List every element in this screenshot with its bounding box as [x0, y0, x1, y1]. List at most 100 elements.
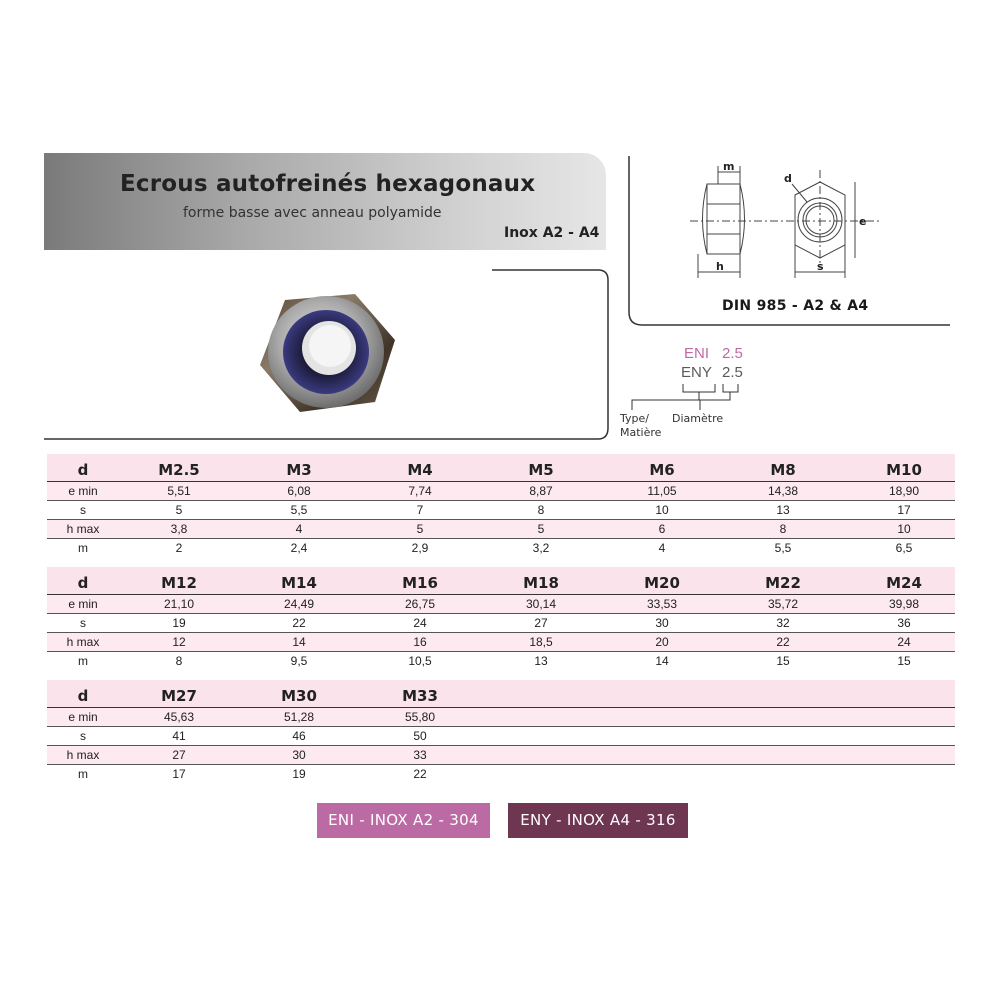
value-cell: 24,49 — [283, 597, 315, 611]
row-label-cell: e min — [68, 710, 98, 724]
value-cell: 18,5 — [529, 635, 553, 649]
value-cell: 18,90 — [888, 484, 920, 498]
dim-e-label: e — [859, 215, 866, 228]
value-cell: 3,8 — [170, 522, 188, 536]
value-cell: 24 — [413, 616, 427, 630]
code-bracket-lines — [631, 384, 739, 410]
size-header-cell: M12 — [161, 574, 197, 592]
value-cell: 5 — [175, 503, 183, 517]
value-cell: 19 — [172, 616, 186, 630]
frame-lines — [44, 156, 950, 440]
value-cell: 15 — [776, 654, 790, 668]
header-banner — [44, 153, 606, 250]
value-cell: 6,5 — [895, 541, 913, 555]
value-cell: 19 — [292, 767, 306, 781]
legend-eni-inox-a2: ENI - INOX A2 - 304 — [317, 803, 490, 838]
table-header-row: d M27 M30 M33 — [47, 680, 955, 708]
size-header-cell: M14 — [281, 574, 317, 592]
row-label-cell: h max — [66, 522, 100, 536]
row-label-cell: h max — [66, 635, 100, 649]
value-cell: 27 — [534, 616, 548, 630]
value-cell: 46 — [292, 729, 306, 743]
value-cell: 36 — [897, 616, 911, 630]
row-label-cell: m — [78, 767, 88, 781]
value-cell: 14 — [292, 635, 306, 649]
value-cell: 17 — [897, 503, 911, 517]
code-type-eni: ENI — [684, 345, 710, 362]
value-cell: 22 — [413, 767, 427, 781]
size-header-cell: M6 — [649, 461, 675, 479]
value-cell: 14 — [655, 654, 669, 668]
value-cell: 11,05 — [647, 484, 677, 498]
value-cell: 21,10 — [163, 597, 195, 611]
value-cell: 5,5 — [290, 503, 308, 517]
value-cell: 24 — [897, 635, 911, 649]
size-header-cell: M24 — [886, 574, 922, 592]
value-cell: 2,4 — [290, 541, 308, 555]
size-header-cell: M10 — [886, 461, 922, 479]
size-header-cell: M22 — [765, 574, 801, 592]
value-cell: 30 — [292, 748, 306, 762]
value-cell: 22 — [292, 616, 306, 630]
value-cell: 5,51 — [167, 484, 191, 498]
value-cell: 39,98 — [888, 597, 920, 611]
value-cell: 45,63 — [163, 710, 195, 724]
value-cell: 8 — [779, 522, 787, 536]
value-cell: 14,38 — [767, 484, 799, 498]
dim-h-label: h — [716, 260, 724, 273]
size-header-cell: M5 — [528, 461, 554, 479]
code-type-eny: ENY — [681, 364, 712, 381]
value-cell: 8 — [537, 503, 545, 517]
type-label-line1: Type/ — [620, 412, 649, 425]
size-header-cell: M33 — [402, 687, 438, 705]
value-cell: 6,08 — [287, 484, 311, 498]
type-material-label: Type/ Matière — [620, 412, 670, 440]
dim-d-label: d — [784, 172, 792, 185]
value-cell: 7,74 — [408, 484, 432, 498]
value-cell: 33 — [413, 748, 427, 762]
size-header-cell: M18 — [523, 574, 559, 592]
value-cell: 26,75 — [404, 597, 436, 611]
dim-m-label: m — [723, 160, 734, 173]
row-label-cell: e min — [68, 484, 98, 498]
size-header-cell: M27 — [161, 687, 197, 705]
row-label-cell: h max — [66, 748, 100, 762]
value-cell: 2 — [175, 541, 183, 555]
size-header-cell: M4 — [407, 461, 433, 479]
value-cell: 7 — [416, 503, 424, 517]
row-label-cell: s — [80, 616, 86, 630]
value-cell: 12 — [172, 635, 186, 649]
size-header-cell: M16 — [402, 574, 438, 592]
row-label-cell: m — [78, 541, 88, 555]
value-cell: 20 — [655, 635, 669, 649]
value-cell: 35,72 — [767, 597, 799, 611]
size-header-cell: M3 — [286, 461, 312, 479]
legend-eny-inox-a4: ENY - INOX A4 - 316 — [508, 803, 688, 838]
value-cell: 30 — [655, 616, 669, 630]
value-cell: 41 — [172, 729, 186, 743]
size-header-cell: M30 — [281, 687, 317, 705]
value-cell: 16 — [413, 635, 427, 649]
header-label-cell: d — [77, 687, 89, 705]
lock-nut-photo — [260, 294, 395, 412]
value-cell: 9,5 — [290, 654, 308, 668]
header-label-cell: d — [77, 574, 89, 592]
value-cell: 15 — [897, 654, 911, 668]
value-cell: 3,2 — [532, 541, 550, 555]
value-cell: 55,80 — [404, 710, 436, 724]
value-cell: 50 — [413, 729, 427, 743]
